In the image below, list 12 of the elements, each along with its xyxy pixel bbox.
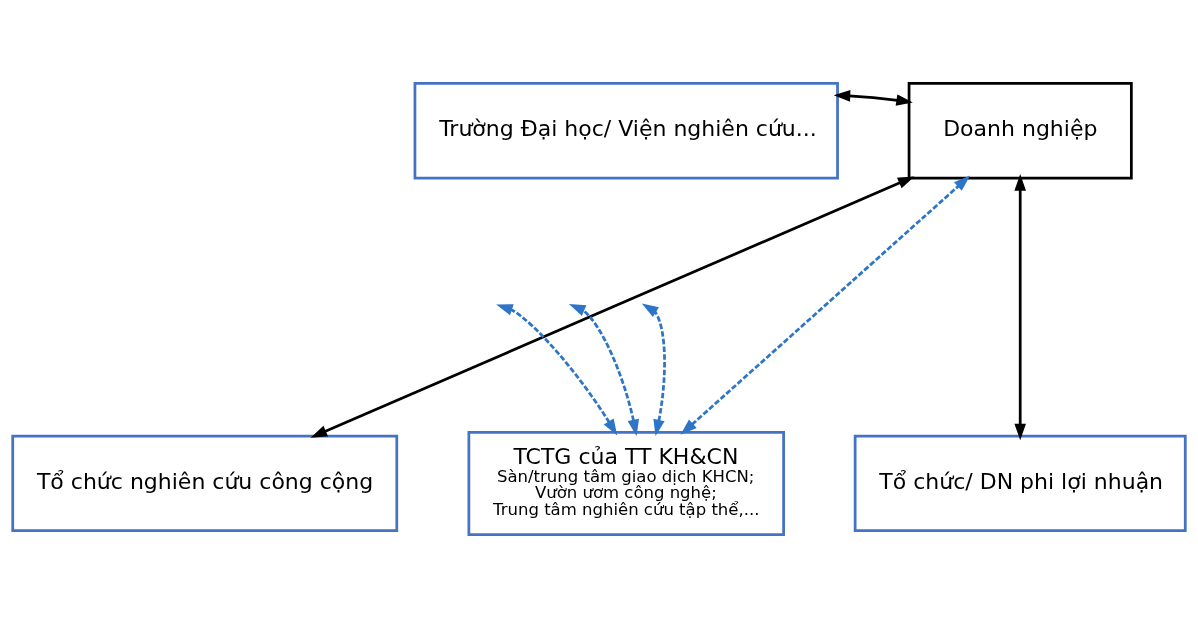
arrow bbox=[833, 90, 913, 106]
node-box: Tổ chức nghiên cứu công cộng bbox=[11, 434, 399, 533]
node-box: TCTG của TT KH&CN Sàn/trung tâm giao dịch KHCN; Vườn ươm công nghệ; Trung tâm nghiên cứu tập thể,... bbox=[467, 430, 785, 536]
arrow bbox=[310, 176, 915, 438]
arrow bbox=[641, 303, 666, 437]
arrow bbox=[680, 175, 971, 435]
arrow bbox=[1014, 174, 1026, 441]
node-box: Doanh nghiệp bbox=[907, 82, 1133, 180]
arrow bbox=[568, 304, 640, 437]
node-box: Trường Đại học/ Viện nghiên cứu... bbox=[413, 82, 839, 180]
node-box: Tổ chức/ DN phi lợi nhuận bbox=[853, 434, 1187, 533]
arrow bbox=[496, 304, 618, 436]
